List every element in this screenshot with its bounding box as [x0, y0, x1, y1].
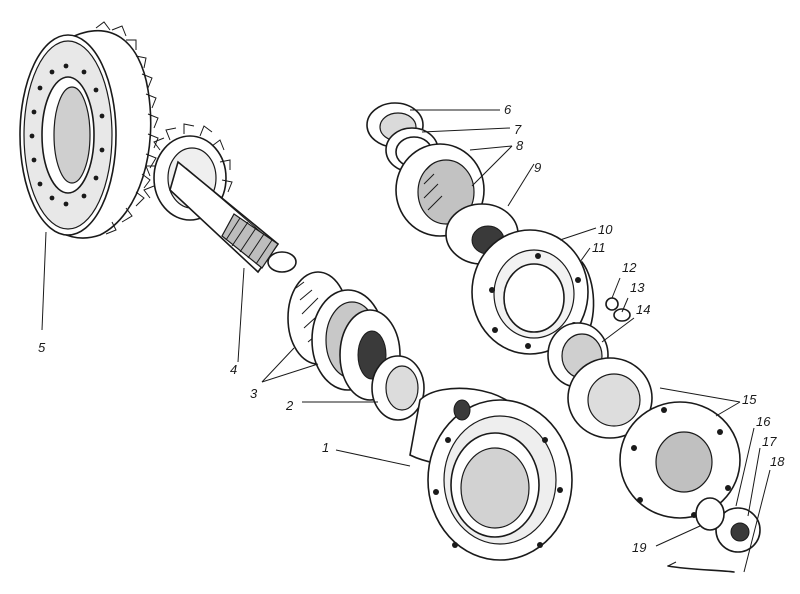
part-1-bearing-housing: [409, 387, 573, 561]
callout-13: 13: [630, 280, 645, 295]
callout-19: 19: [632, 540, 646, 555]
part-16-castle-nut: [715, 507, 761, 553]
part-12-bolt: [605, 297, 619, 311]
callout-18: 18: [770, 454, 785, 469]
callout-7: 7: [514, 122, 522, 137]
part-19-washer: [695, 497, 725, 531]
callout-6: 6: [504, 102, 512, 117]
part-3-roller-bearing: [287, 271, 401, 401]
part-4-pinion-shaft: [143, 123, 297, 274]
part-15-ring-cups: [567, 357, 741, 519]
callout-15: 15: [742, 392, 757, 407]
callout-10: 10: [598, 222, 613, 237]
callout-4: 4: [230, 362, 237, 377]
callout-2: 2: [285, 398, 294, 413]
part-17-18-cotter-pin: [667, 561, 735, 573]
callout-5: 5: [38, 340, 46, 355]
part-5-ring-gear: [19, 21, 159, 239]
callout-14: 14: [636, 302, 650, 317]
callout-8: 8: [516, 138, 524, 153]
callout-17: 17: [762, 434, 777, 449]
part-10-flange: [471, 229, 589, 355]
callout-16: 16: [756, 414, 771, 429]
callout-3: 3: [250, 386, 258, 401]
callout-labels: 5 4 3 2 1 6 7 8 9 10 11 12 13 14 15 16 1…: [38, 102, 785, 555]
callout-1: 1: [322, 440, 329, 455]
callout-12: 12: [622, 260, 637, 275]
part-2-spacer-sleeve: [371, 355, 425, 421]
callout-9: 9: [534, 160, 541, 175]
leader-lines: [41, 109, 771, 573]
callout-11: 11: [592, 240, 606, 255]
part-13-lock-plate: [613, 308, 631, 322]
